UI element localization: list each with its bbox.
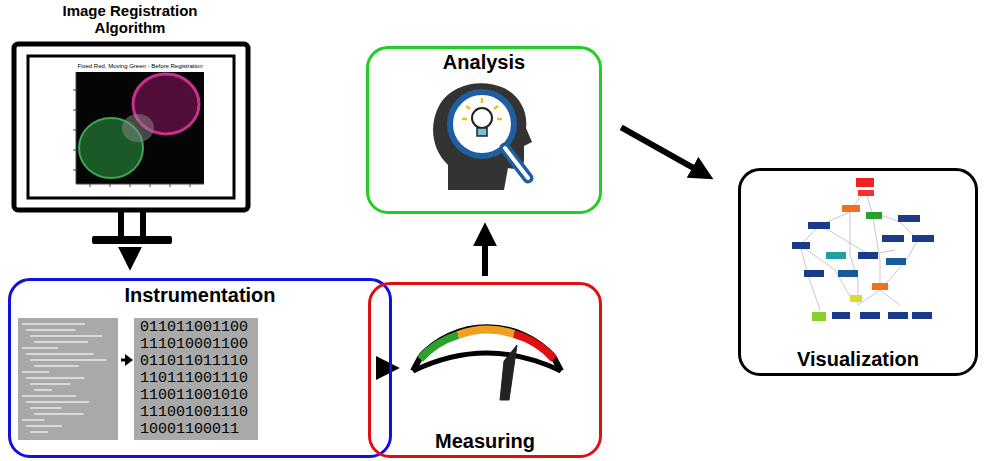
plot-title: Fixed Red, Moving Green - Before Registr… bbox=[77, 63, 202, 69]
process-box: Visualization bbox=[738, 168, 978, 376]
binary-line: 111001001110 bbox=[140, 405, 248, 420]
process-box: Measuring bbox=[368, 282, 602, 458]
process-box: Analysis bbox=[366, 46, 602, 214]
binary-line: 110111001110 bbox=[140, 371, 248, 386]
flow-arrow bbox=[382, 365, 389, 371]
node-title: Image Registration Algorithm bbox=[40, 2, 220, 37]
analysis-icon bbox=[433, 83, 532, 190]
binary-line: 011011011110 bbox=[140, 354, 248, 369]
node-title: Instrumentation bbox=[124, 284, 275, 307]
node-title: Analysis bbox=[443, 51, 525, 74]
flow-arrow bbox=[127, 252, 133, 260]
graph-thumbnail bbox=[792, 178, 934, 321]
binary-line: 111010001100 bbox=[140, 337, 248, 352]
monitor-node: Image Registration Algorithm bbox=[40, 2, 220, 248]
flow-arrow bbox=[621, 127, 704, 174]
flow-arrow bbox=[482, 233, 488, 276]
node-title: Measuring bbox=[435, 430, 535, 453]
binary-line: 110011001010 bbox=[140, 388, 248, 403]
binary-line: 10001100011 bbox=[140, 422, 239, 437]
node-title: Visualization bbox=[797, 348, 919, 371]
code-sheets bbox=[18, 318, 258, 440]
gauge bbox=[413, 327, 561, 400]
binary-line: 011011001100 bbox=[140, 320, 248, 335]
monitor bbox=[14, 44, 248, 244]
